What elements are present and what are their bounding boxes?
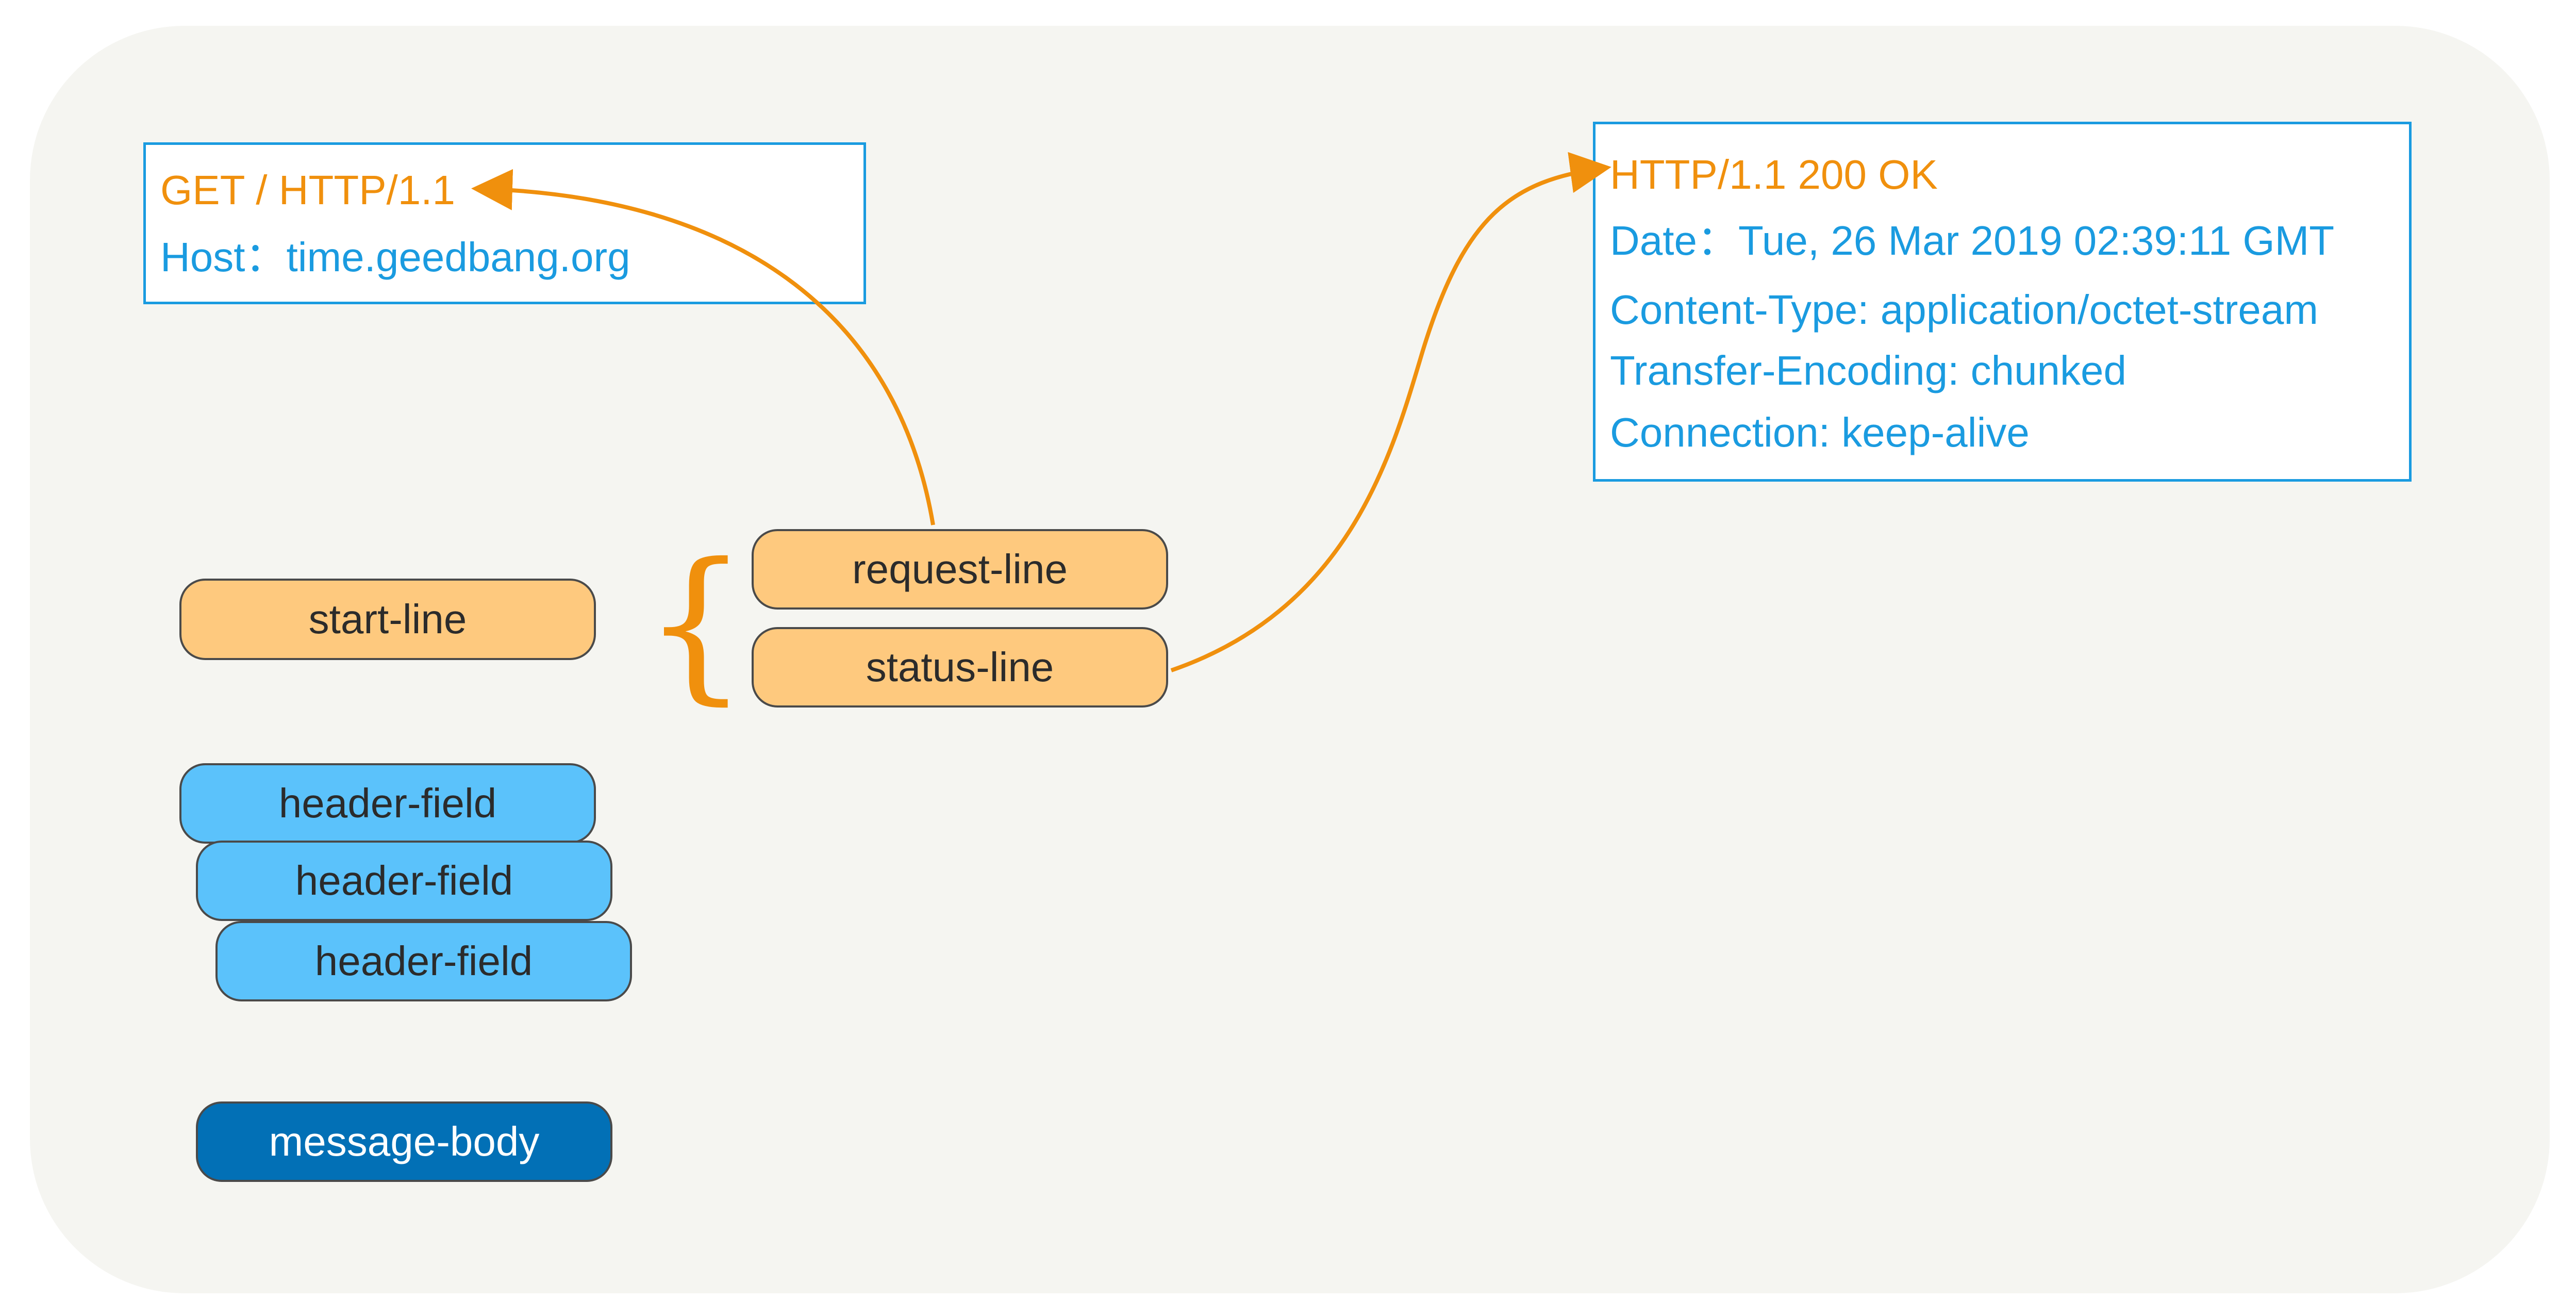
- request-line-block: request-line: [752, 529, 1168, 610]
- header-field-block-1: header-field: [179, 763, 596, 844]
- request-line-text: GET / HTTP/1.1: [160, 167, 455, 213]
- connection-header-text: Connection: keep-alive: [1610, 409, 2030, 455]
- request-example-box: GET / HTTP/1.1 Host：time.geedbang.org: [143, 142, 866, 304]
- host-header-text: Host：time.geedbang.org: [160, 234, 630, 280]
- brace-symbol: {: [643, 528, 749, 720]
- date-header-text: Date：Tue, 26 Mar 2019 02:39:11 GMT: [1610, 218, 2335, 264]
- status-line-block: status-line: [752, 627, 1168, 708]
- message-body-block: message-body: [196, 1101, 612, 1182]
- start-line-block: start-line: [179, 579, 596, 660]
- response-example-box: HTTP/1.1 200 OK Date：Tue, 26 Mar 2019 02…: [1593, 122, 2412, 482]
- header-field-block-2: header-field: [196, 841, 612, 921]
- content-type-header-text: Content-Type: application/octet-stream: [1610, 287, 2319, 333]
- transfer-encoding-header-text: Transfer-Encoding: chunked: [1610, 348, 2127, 393]
- header-field-block-3: header-field: [215, 921, 632, 1001]
- status-line-text: HTTP/1.1 200 OK: [1610, 152, 1938, 198]
